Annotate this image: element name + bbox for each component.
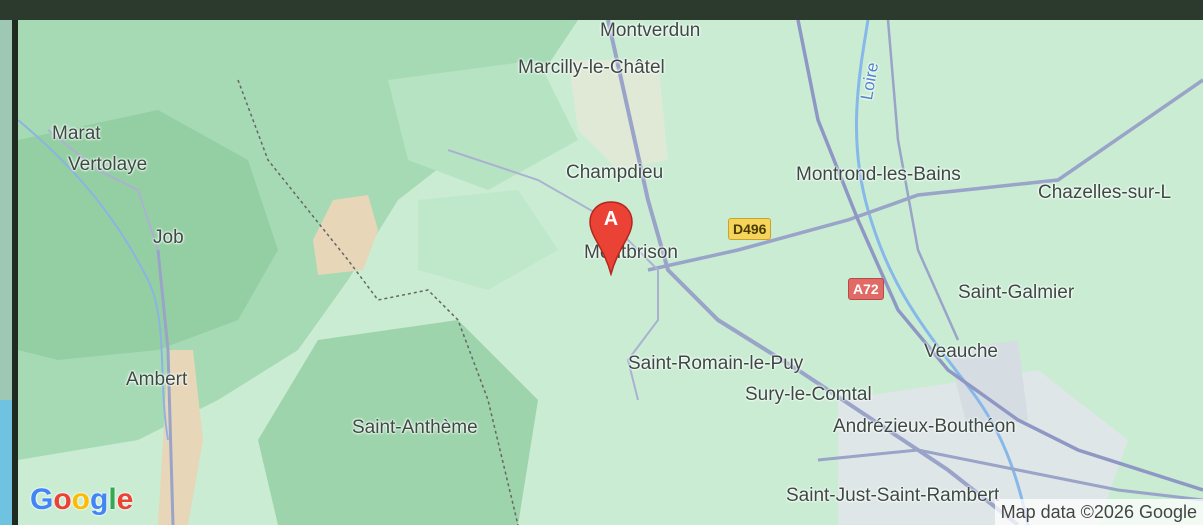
river-loire xyxy=(854,20,1030,525)
place-ambert: Ambert xyxy=(126,369,188,390)
meadow-area xyxy=(418,190,558,290)
plain-area-north xyxy=(568,60,668,170)
forest-area-ambert xyxy=(18,110,278,360)
logo-letter: l xyxy=(108,483,117,516)
place-montrond-les-bains: Montrond-les-Bains xyxy=(796,164,961,185)
road-saint-romain xyxy=(626,270,659,401)
logo-letter: o xyxy=(53,483,72,516)
urban-area-south xyxy=(838,370,1128,525)
map-pin-icon xyxy=(589,201,633,277)
place-job: Job xyxy=(153,227,184,248)
road-d496 xyxy=(647,78,1203,272)
place-sury-le-comtal: Sury-le-Comtal xyxy=(745,384,872,405)
river-west xyxy=(18,119,169,441)
forest-area-south xyxy=(258,320,538,525)
road-north xyxy=(886,20,960,341)
logo-letter: o xyxy=(71,483,90,516)
place-montverdun: Montverdun xyxy=(600,20,701,41)
place-champdieu: Champdieu xyxy=(566,162,664,183)
highway-a72 xyxy=(796,20,1203,492)
road-south xyxy=(817,448,1203,502)
place-saint-romain-le-puy: Saint-Romain-le-Puy xyxy=(628,353,804,374)
map-attribution[interactable]: Map data ©2026 Google xyxy=(994,499,1203,525)
adjacent-panel-strip xyxy=(0,20,12,525)
water-patch xyxy=(0,400,12,525)
road-shield-a72: A72 xyxy=(848,278,884,300)
top-band xyxy=(0,0,1203,20)
main-road-diagonal xyxy=(606,20,1020,525)
road-shield-d496: D496 xyxy=(728,218,772,240)
place-saint-just-saint-rambert: Saint-Just-Saint-Rambert xyxy=(786,485,1000,506)
urban-area-veauche xyxy=(948,340,1028,430)
place-chazelles: Chazelles-sur-L xyxy=(1038,182,1172,203)
logo-letter: g xyxy=(90,483,109,516)
place-saint-galmier: Saint-Galmier xyxy=(958,282,1075,303)
logo-letter: G xyxy=(30,483,54,516)
logo-letter: e xyxy=(116,483,134,516)
location-marker[interactable]: A xyxy=(586,200,636,277)
road-west-montbrison xyxy=(447,149,659,271)
map-view[interactable]: Montverdun Marcilly-le-Châtel Marat Vert… xyxy=(18,20,1203,525)
place-marat: Marat xyxy=(52,123,101,144)
highland-area xyxy=(313,195,378,275)
road-vertolaye xyxy=(47,129,159,251)
google-logo[interactable]: Google xyxy=(30,483,133,517)
place-saint-antheme: Saint-Anthème xyxy=(352,417,478,438)
place-andrezieux-boutheon: Andrézieux-Bouthéon xyxy=(833,416,1016,437)
forest-area-north xyxy=(388,60,578,190)
place-veauche: Veauche xyxy=(924,341,998,362)
place-vertolaye: Vertolaye xyxy=(68,154,148,175)
marker-letter: A xyxy=(603,208,619,230)
road-ambert xyxy=(156,249,175,525)
place-marcilly-le-chatel: Marcilly-le-Châtel xyxy=(518,57,665,78)
map-terrain xyxy=(18,20,1203,525)
